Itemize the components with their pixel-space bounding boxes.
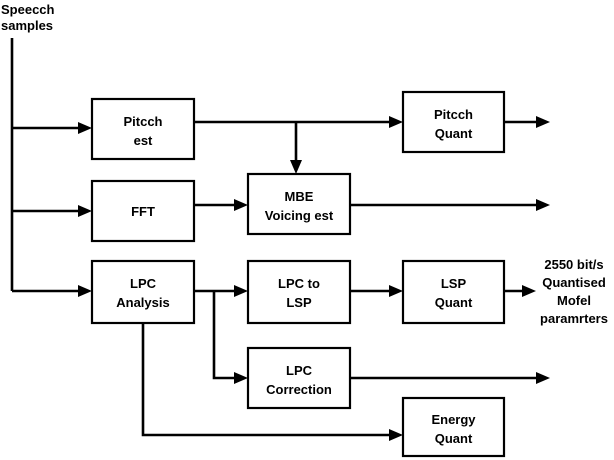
block-pitch-est: Pitcch est — [90, 97, 196, 161]
block-lpc-to-lsp-line-1: LPC to — [278, 276, 320, 291]
lpc-analysis-to-correction-line — [212, 291, 234, 380]
output-label: 2550 bit/s Quantised Mofel paramrters — [540, 257, 608, 326]
output-label-line-2: Quantised — [542, 275, 606, 290]
block-lpc-correction-line-1: LPC — [286, 363, 313, 378]
block-lpc-correction: LPC Correction — [246, 346, 352, 410]
lpc-to-lsp-to-lsp-quant-arrowhead — [389, 285, 403, 297]
output-label-line-3: Mofel — [557, 293, 591, 308]
input-to-lpc-analysis-arrowhead — [78, 285, 92, 297]
lpc-analysis-to-correction-arrowhead — [234, 372, 248, 384]
output-label-line-4: paramrters — [540, 311, 608, 326]
block-lpc-analysis-line-2: Analysis — [116, 295, 169, 310]
block-mbe-voicing-line-2: Voicing est — [265, 208, 334, 223]
block-fft: FFT — [90, 179, 196, 243]
block-lpc-analysis-line-1: LPC — [130, 276, 157, 291]
input-label: Speecch samples — [1, 2, 55, 33]
block-mbe-voicing-line-1: MBE — [285, 189, 314, 204]
pitch-est-to-pitch-quant-arrowhead — [389, 116, 403, 128]
input-to-fft-arrowhead — [78, 205, 92, 217]
lsp-quant-output-arrowhead — [522, 285, 536, 297]
lpc-analysis-to-energy-arrowhead — [389, 429, 403, 441]
block-pitch-quant-line-1: Pitcch — [434, 107, 473, 122]
fft-to-mbe-arrowhead — [234, 199, 248, 211]
connections — [10, 38, 550, 441]
lpc-analysis-to-lpc-to-lsp-arrowhead — [234, 285, 248, 297]
block-lpc-to-lsp: LPC to LSP — [246, 259, 352, 325]
mbe-output-arrowhead — [536, 199, 550, 211]
input-label-line-1: Speecch — [1, 2, 55, 17]
block-energy-quant: Energy Quant — [401, 396, 506, 458]
block-lpc-correction-line-2: Correction — [266, 382, 332, 397]
block-mbe-voicing: MBE Voicing est — [246, 172, 352, 236]
block-lsp-quant-line-1: LSP — [441, 276, 467, 291]
lpc-correction-output-arrowhead — [536, 372, 550, 384]
block-pitch-est-line-1: Pitcch — [123, 114, 162, 129]
block-lsp-quant-line-2: Quant — [435, 295, 473, 310]
block-pitch-quant: Pitcch Quant — [401, 90, 506, 154]
pitch-quant-output-arrowhead — [536, 116, 550, 128]
block-energy-quant-line-1: Energy — [431, 412, 476, 427]
block-fft-line-1: FFT — [131, 204, 155, 219]
block-pitch-est-line-2: est — [134, 133, 153, 148]
block-pitch-quant-line-2: Quant — [435, 126, 473, 141]
block-lpc-to-lsp-line-2: LSP — [286, 295, 312, 310]
pitch-to-mbe-arrowhead — [290, 160, 302, 174]
input-to-pitch-est-arrowhead — [78, 122, 92, 134]
lpc-analysis-to-energy-line — [141, 323, 389, 437]
block-lsp-quant: LSP Quant — [401, 259, 506, 325]
output-label-line-1: 2550 bit/s — [544, 257, 603, 272]
input-label-line-2: samples — [1, 18, 53, 33]
block-energy-quant-line-2: Quant — [435, 431, 473, 446]
block-lpc-analysis: LPC Analysis — [90, 259, 196, 325]
